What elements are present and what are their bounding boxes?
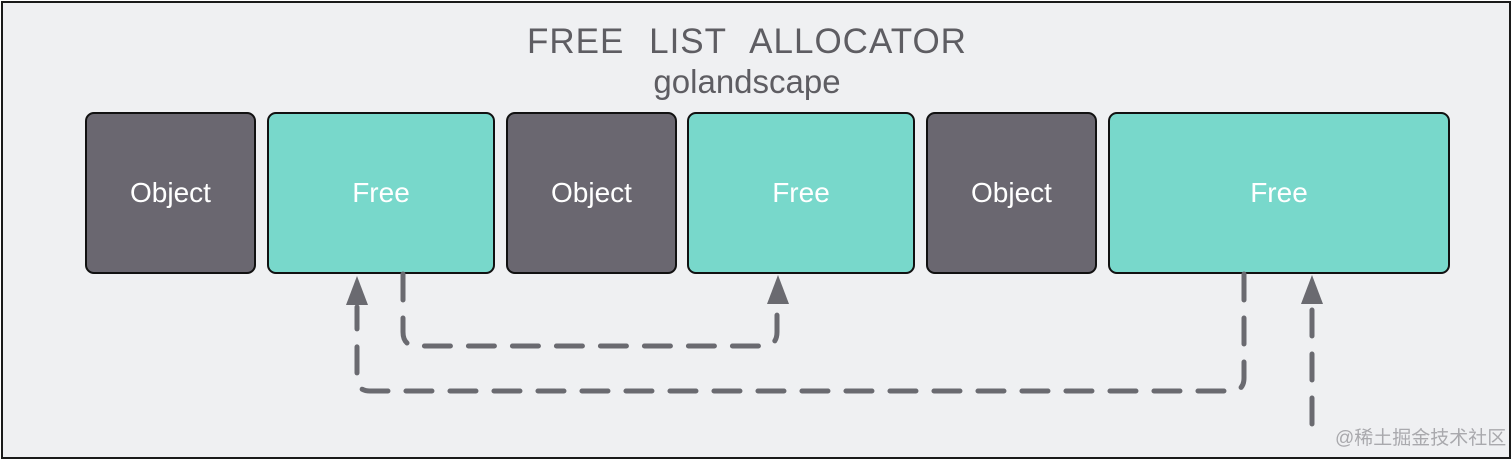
block-label: Object [130,177,211,208]
block-label: Object [971,177,1052,208]
diagram-title: FREE LIST ALLOCATOR [527,22,967,61]
block-label: Free [1250,177,1308,208]
object-block-3: Object [926,112,1097,274]
arrow-head-icon [1301,275,1323,304]
block-label: Free [352,177,410,208]
watermark: @稀土掘金技术社区 [1335,428,1507,449]
free-block-3: Free [1108,112,1450,274]
object-block-2: Object [506,112,677,274]
link-free3-to-free1 [354,271,1247,394]
free-block-1: Free [267,112,495,274]
link-free1-to-free2 [400,271,780,349]
object-block-1: Object [85,112,256,274]
arrow-head-icon [767,275,789,304]
diagram-subtitle: golandscape [653,63,841,100]
block-label: Free [772,177,830,208]
block-label: Object [551,177,632,208]
arrow-head-icon [346,276,368,305]
free-block-2: Free [687,112,915,274]
